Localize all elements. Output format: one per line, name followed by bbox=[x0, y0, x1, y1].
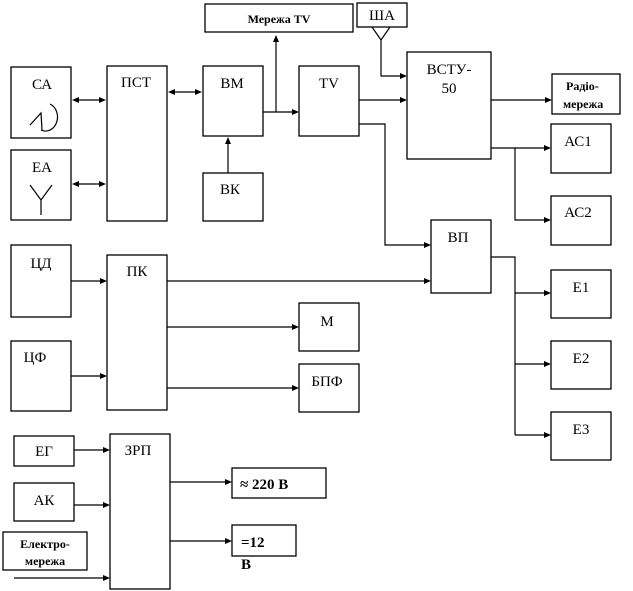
link-ea-pst bbox=[72, 181, 106, 187]
link-vk-vm bbox=[225, 137, 231, 173]
link-cd-pk bbox=[71, 278, 107, 284]
box-m: М bbox=[298, 302, 360, 352]
box-vstu: ВСТУ- 50 bbox=[406, 51, 492, 160]
label-12v-1: =12 bbox=[241, 535, 265, 551]
box-ca: СА bbox=[10, 66, 72, 139]
box-radio-net: Радіо- мережа bbox=[551, 73, 621, 115]
box-vk: ВК bbox=[202, 172, 264, 222]
link-cf-pk bbox=[71, 373, 107, 379]
link-vstu-as bbox=[491, 145, 551, 223]
label-pst: ПСТ bbox=[121, 75, 151, 91]
label-as2: АС2 bbox=[564, 205, 592, 221]
box-pst: ПСТ bbox=[106, 65, 168, 222]
link-ca-pst bbox=[72, 97, 106, 103]
link-tv-vstu bbox=[359, 97, 407, 103]
box-vp: ВП bbox=[430, 219, 492, 294]
link-vstu-radio bbox=[491, 97, 552, 103]
box-e2: Е2 bbox=[550, 340, 612, 390]
label-as1: АС1 bbox=[564, 134, 592, 150]
box-sha: ША bbox=[356, 2, 408, 28]
label-power-1: Електро- bbox=[20, 537, 70, 551]
label-vstu-2: 50 bbox=[442, 81, 457, 97]
label-ak: АК bbox=[34, 493, 56, 509]
link-sources-zrp bbox=[14, 447, 110, 581]
box-zrp: ЗРП bbox=[109, 433, 171, 590]
box-220v: ≈ 220 В bbox=[231, 467, 327, 499]
sha-antenna-symbol bbox=[371, 26, 391, 42]
label-pk: ПК bbox=[127, 264, 149, 280]
label-sha: ША bbox=[369, 8, 395, 24]
box-tv: TV bbox=[298, 65, 360, 137]
link-pk-out bbox=[167, 278, 431, 391]
box-net-tv: Мережа TV bbox=[204, 3, 354, 33]
box-as2: АС2 bbox=[550, 195, 612, 246]
box-12v: =12 В bbox=[231, 524, 297, 573]
label-tv: TV bbox=[319, 76, 339, 92]
label-net-tv: Мережа TV bbox=[248, 12, 311, 26]
link-zrp-out bbox=[170, 479, 232, 544]
label-vk: ВК bbox=[220, 182, 241, 198]
box-vm: ВМ bbox=[202, 65, 264, 137]
box-power-net: Електро- мережа bbox=[2, 531, 88, 571]
label-cf: ЦФ bbox=[24, 350, 47, 366]
link-vm-tv bbox=[263, 35, 299, 115]
box-pk: ПК bbox=[106, 254, 168, 411]
label-e2: Е2 bbox=[573, 351, 590, 367]
box-ak: АК bbox=[13, 482, 75, 522]
label-power-2: мережа bbox=[25, 554, 65, 568]
label-ca: СА bbox=[32, 77, 52, 93]
label-220v: ≈ 220 В bbox=[240, 477, 288, 493]
box-as1: АС1 bbox=[550, 123, 612, 174]
label-12v-2: В bbox=[241, 557, 251, 573]
box-e1: Е1 bbox=[550, 269, 612, 319]
box-bpf: БПФ bbox=[298, 363, 360, 413]
label-vp: ВП bbox=[448, 230, 469, 246]
link-sha-vstu bbox=[380, 40, 407, 79]
label-e1: Е1 bbox=[573, 280, 590, 296]
box-cf: ЦФ bbox=[10, 340, 72, 412]
label-zrp: ЗРП bbox=[125, 443, 152, 459]
link-pst-vm bbox=[168, 89, 202, 95]
label-eg: ЕГ bbox=[35, 444, 53, 460]
label-bpf: БПФ bbox=[311, 374, 342, 390]
label-ea: ЕА bbox=[32, 160, 52, 176]
ea-antenna-symbol bbox=[29, 184, 53, 215]
label-vm: ВМ bbox=[220, 76, 243, 92]
label-e3: Е3 bbox=[573, 422, 590, 438]
link-vp-e bbox=[491, 256, 551, 438]
ca-circle-symbol bbox=[29, 103, 59, 132]
link-tv-vp bbox=[359, 123, 431, 248]
box-cd: ЦД bbox=[10, 244, 72, 318]
label-cd: ЦД bbox=[30, 256, 51, 272]
label-radio-2: мережа bbox=[563, 97, 603, 111]
box-eg: ЕГ bbox=[13, 435, 75, 467]
box-e3: Е3 bbox=[550, 411, 612, 461]
label-radio-1: Радіо- bbox=[566, 79, 599, 93]
label-m: М bbox=[320, 314, 333, 330]
label-vstu-1: ВСТУ- bbox=[427, 62, 472, 78]
